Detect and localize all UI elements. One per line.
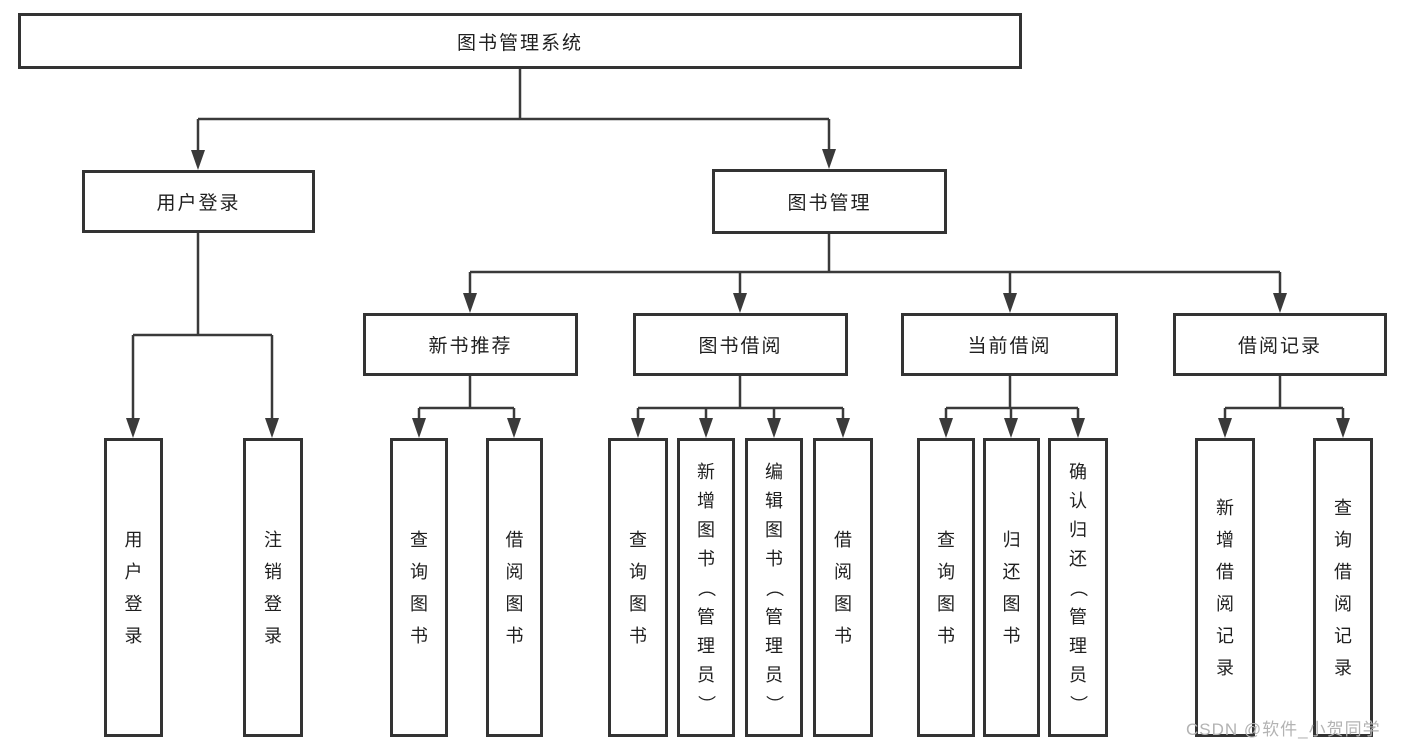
node-leaf-bb-query-books-label: 查询图书 [629,529,647,646]
node-leaf-bb-add-books-admin: 新增图书（管理员） [677,438,735,737]
arrowhead-br-leaf-1 [1218,418,1232,438]
node-library-system: 图书管理系统 [18,13,1022,69]
node-leaf-bb-borrow-books-label: 借阅图书 [834,529,852,646]
node-leaf-cb-return-books: 归还图书 [983,438,1040,737]
arrowhead-cb-leaf-1 [939,418,953,438]
arrowhead-bb-leaf-1 [631,418,645,438]
node-user-login-label: 用户登录 [156,193,241,214]
node-book-management: 图书管理 [712,169,947,234]
node-leaf-bb-borrow-books: 借阅图书 [813,438,873,737]
node-leaf-nb-query-books-label: 查询图书 [410,529,428,646]
node-book-borrowing-label: 图书借阅 [698,336,783,357]
node-leaf-bb-query-books: 查询图书 [608,438,668,737]
node-user-login: 用户登录 [82,170,315,233]
node-leaf-cb-confirm-return-admin-label: 确认归还（管理员） [1068,461,1088,713]
csdn-watermark: CSDN @软件_小贺同学 [1186,720,1381,739]
node-current-borrowing-label: 当前借阅 [967,336,1052,357]
arrowhead-book-management [822,149,836,169]
node-book-borrowing: 图书借阅 [633,313,848,376]
arrowhead-user-login [191,150,205,170]
node-new-book-recommend-label: 新书推荐 [428,336,513,357]
arrowhead-leaf-login [126,418,140,438]
node-leaf-bb-edit-books-admin-label: 编辑图书（管理员） [764,461,784,713]
node-leaf-nb-borrow-books: 借阅图书 [486,438,543,737]
node-leaf-cb-return-books-label: 归还图书 [1002,529,1021,646]
arrowhead-bb-leaf-3 [767,418,781,438]
arrowhead-new-books [463,293,477,313]
node-borrowing-records-label: 借阅记录 [1237,336,1322,357]
node-new-book-recommend: 新书推荐 [363,313,578,376]
node-library-system-label: 图书管理系统 [456,32,583,54]
node-leaf-user-login-label: 用户登录 [124,529,143,646]
arrowhead-nb-leaf-1 [412,418,426,438]
arrowhead-br-leaf-2 [1336,418,1350,438]
node-borrowing-records: 借阅记录 [1173,313,1387,376]
node-leaf-br-query-record-label: 查询借阅记录 [1334,497,1352,678]
arrowhead-book-borrow [733,293,747,313]
node-leaf-bb-add-books-admin-label: 新增图书（管理员） [696,461,716,713]
arrowhead-bb-leaf-4 [836,418,850,438]
arrowhead-current-borrow [1003,293,1017,313]
arrowhead-leaf-logout [265,418,279,438]
node-leaf-logout: 注销登录 [243,438,303,737]
node-leaf-nb-borrow-books-label: 借阅图书 [505,529,524,646]
node-book-management-label: 图书管理 [787,193,872,214]
arrowhead-nb-leaf-2 [507,418,521,438]
node-leaf-logout-label: 注销登录 [264,529,282,646]
node-leaf-br-add-record: 新增借阅记录 [1195,438,1255,737]
node-leaf-cb-query-books: 查询图书 [917,438,975,737]
node-leaf-br-add-record-label: 新增借阅记录 [1216,497,1234,678]
node-leaf-br-query-record: 查询借阅记录 [1313,438,1373,737]
node-leaf-cb-confirm-return-admin: 确认归还（管理员） [1048,438,1108,737]
node-current-borrowing: 当前借阅 [901,313,1118,376]
node-leaf-bb-edit-books-admin: 编辑图书（管理员） [745,438,803,737]
arrowhead-borrow-records [1273,293,1287,313]
arrowhead-bb-leaf-2 [699,418,713,438]
arrowhead-cb-leaf-2 [1004,418,1018,438]
arrowhead-cb-leaf-3 [1071,418,1085,438]
node-leaf-user-login: 用户登录 [104,438,163,737]
node-leaf-cb-query-books-label: 查询图书 [937,529,955,646]
node-leaf-nb-query-books: 查询图书 [390,438,448,737]
